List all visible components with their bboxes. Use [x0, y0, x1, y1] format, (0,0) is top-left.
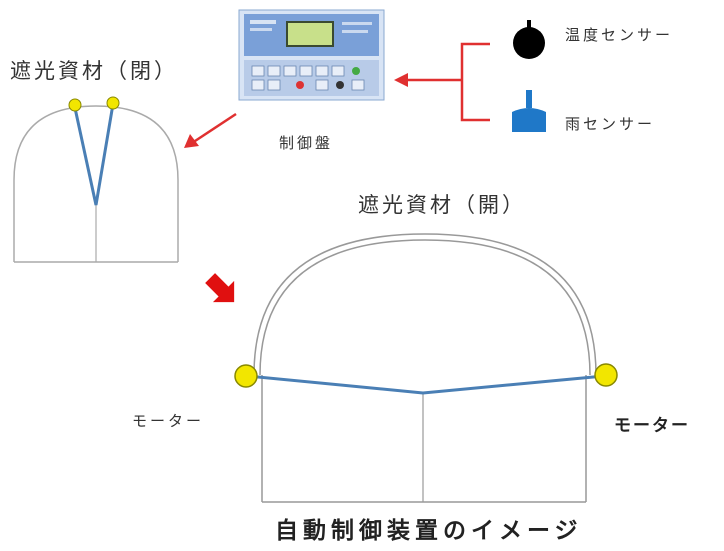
motor-left-icon: [234, 364, 258, 388]
motor-right-label: モーター: [614, 416, 690, 436]
temp-sensor-label: 温度センサー: [565, 26, 674, 44]
greenhouse-closed: [13, 96, 179, 263]
sensor-bracket: [402, 42, 490, 122]
greenhouse-open-roof-inner: [259, 239, 591, 376]
control-panel-display: [286, 21, 334, 47]
rain-sensor-icon: [512, 90, 546, 132]
motor-right-icon: [594, 363, 618, 387]
control-panel-label: 制御盤: [279, 134, 334, 152]
motor-closed-left: [68, 98, 82, 112]
arrow-to-greenhouse: [184, 134, 199, 148]
motor-closed-right: [106, 96, 120, 110]
transition-arrow-icon: [205, 273, 235, 303]
rain-sensor-label: 雨センサー: [565, 115, 656, 133]
diagram-caption: 自動制御装置のイメージ: [275, 518, 583, 544]
control-panel: [238, 9, 385, 101]
control-panel-buttons: [251, 65, 365, 91]
motor-left-label: モーター: [132, 412, 205, 430]
shade-curtain-closed: [73, 103, 115, 206]
arrow-to-panel: [394, 73, 408, 87]
shade-curtain-open: [247, 374, 605, 395]
greenhouse-open: [234, 233, 618, 503]
shade-closed-label: 遮光資材（閉）: [10, 59, 178, 83]
greenhouse-closed-roof: [13, 105, 179, 181]
temperature-sensor-icon: [513, 20, 545, 59]
shade-open-label: 遮光資材（開）: [358, 193, 526, 217]
greenhouse-open-roof-outer: [253, 233, 597, 376]
